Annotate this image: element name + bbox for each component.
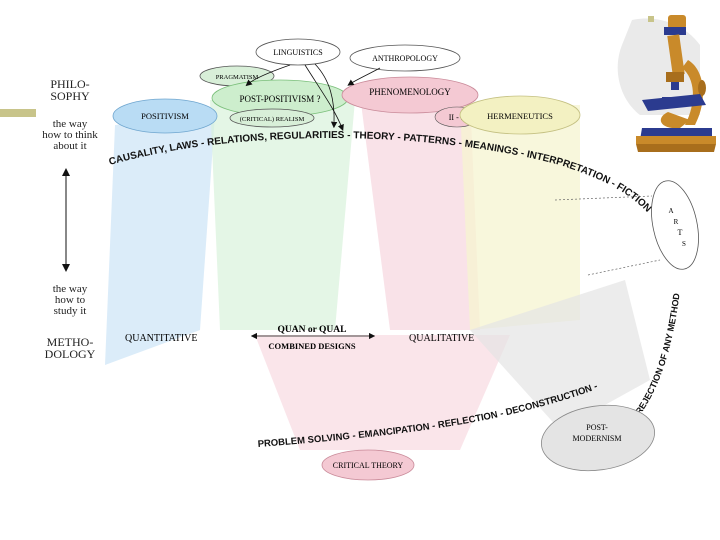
corner-accent-bar [0,109,36,117]
positivism-oval: POSITIVISM [112,98,218,134]
arts-dotted-line-2 [587,259,661,276]
svg-text:PRAGMATISM: PRAGMATISM [216,74,259,81]
hermeneutics-oval: HERMENEUTICS [459,95,581,135]
anthropology-oval: ANTHROPOLOGY [349,44,461,72]
quantitative-label: QUANTITATIVE [125,333,198,344]
phenomenology-cone [360,95,480,330]
svg-text:PHENOMENOLOGY: PHENOMENOLOGY [369,87,451,97]
qualitative-label: QUALITATIVE [409,333,474,344]
svg-text:HERMENEUTICS: HERMENEUTICS [487,111,553,121]
linguistics-arrow-3 [304,64,344,131]
combined-cone [255,335,510,450]
post-modernism-cone [470,280,650,430]
critical-realism-oval: (CRITICAL) REALISM [229,108,315,128]
quan-qual-label: QUAN or QUAL [278,325,347,335]
combined-designs-label: COMBINED DESIGNS [268,341,355,351]
svg-text:LINGUISTICS: LINGUISTICS [273,48,322,57]
svg-text:POST-: POST- [586,423,608,432]
post-modernism-oval: POST- MODERNISM [540,404,656,472]
critical-theory-oval: CRITICAL THEORY [321,449,415,481]
post-positivism-cone [210,100,355,330]
methodology-label: METHO- DOLOGY [44,335,96,361]
svg-text:T: T [678,228,683,237]
microscope-icon [617,15,716,152]
svg-text:A: A [668,207,673,215]
svg-text:ANTHROPOLOGY: ANTHROPOLOGY [372,54,438,63]
positivism-cone [105,115,215,365]
svg-text:POST-POSITIVISM ?: POST-POSITIVISM ? [240,94,321,104]
svg-text:S: S [682,240,686,248]
philosophy-label: PHILO- SOPHY [50,77,90,103]
svg-text:R: R [674,218,679,226]
anthropology-arrow [347,67,381,86]
phenomenology-oval: PHENOMENOLOGY [341,76,479,114]
arts-dotted-line-1 [554,195,653,201]
linguistics-oval: LINGUISTICS [255,38,341,66]
svg-text:II - P: II - P [449,113,466,122]
svg-text:POSITIVISM: POSITIVISM [141,111,189,121]
svg-text:(CRITICAL) REALISM: (CRITICAL) REALISM [240,116,305,123]
svg-text:MODERNISM: MODERNISM [573,434,622,443]
study-label: the way how to study it [52,283,88,317]
think-label: the way how to think about it [42,118,98,152]
linguistics-arrow-1 [245,64,291,87]
arts-oval: A R T S [651,180,699,270]
linguistics-arrow-2 [314,63,338,129]
svg-text:CRITICAL THEORY: CRITICAL THEORY [333,461,404,470]
hermeneutics-cone [460,105,580,330]
